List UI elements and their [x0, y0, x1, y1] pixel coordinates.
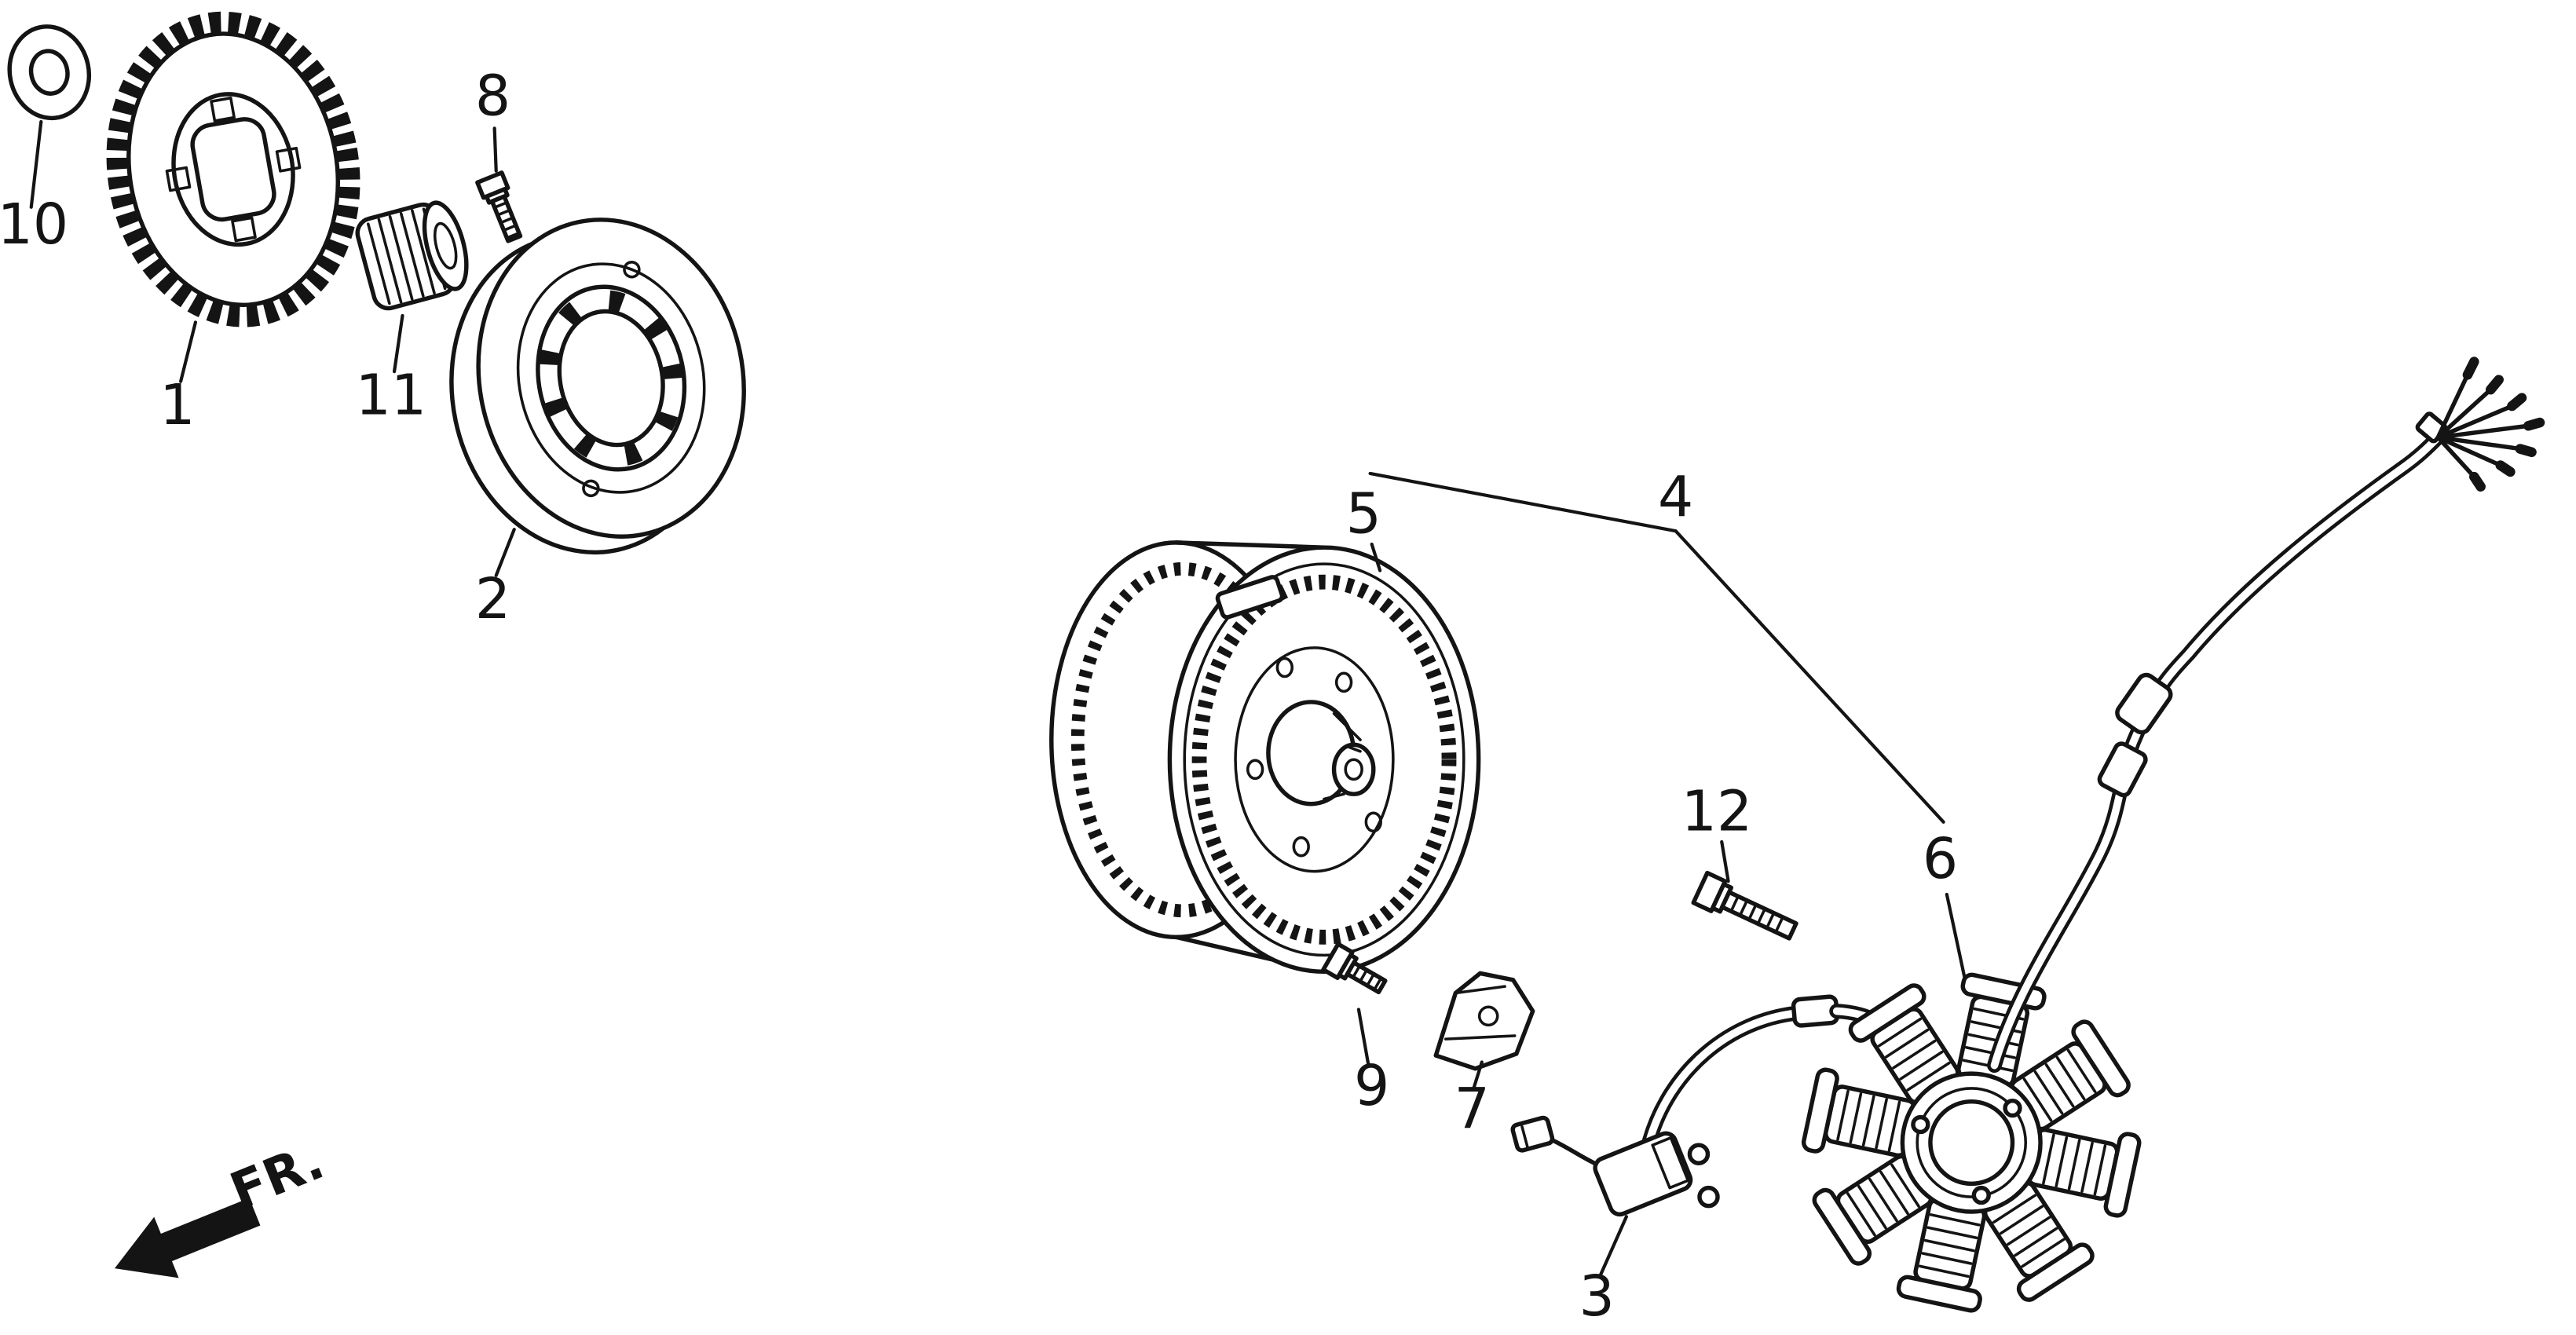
callout-8: 8	[475, 64, 510, 129]
leader-9	[1356, 1008, 1370, 1067]
callout-6: 6	[1923, 826, 1958, 891]
callout-5: 5	[1346, 481, 1381, 546]
leader-5	[1370, 542, 1382, 572]
callout-11: 11	[356, 363, 426, 428]
callout-2: 2	[475, 566, 510, 631]
leader-11	[392, 313, 404, 374]
leader-6	[1945, 892, 1969, 989]
callout-4: 4	[1658, 464, 1693, 529]
leader-7	[1472, 1060, 1484, 1091]
wire-harness	[1987, 357, 2545, 1073]
stator-coil	[1802, 973, 2141, 1311]
starter-clutch-outer	[449, 218, 746, 555]
leader-1	[179, 320, 198, 383]
callout-12: 12	[1681, 778, 1752, 843]
callout-1: 1	[159, 372, 195, 437]
callout-10: 10	[0, 192, 68, 257]
assembly-leader-4	[1368, 471, 1945, 824]
callout-3: 3	[1579, 1264, 1615, 1329]
fr-label: FR.	[222, 1132, 331, 1222]
flange-bolt-12	[1691, 870, 1798, 941]
leader-2	[494, 528, 516, 577]
fr-direction-arrow: FR.	[114, 1132, 332, 1278]
flange-bolt-8	[475, 170, 523, 243]
callout-9: 9	[1354, 1053, 1389, 1118]
flange-bolt-9	[1321, 942, 1388, 995]
leader-10	[29, 119, 43, 209]
flywheel-rotor	[1049, 540, 1481, 975]
leader-3	[1598, 1215, 1629, 1278]
starter-driven-gear	[106, 11, 360, 327]
wire-clamp	[1433, 971, 1535, 1071]
leader-8	[492, 126, 498, 173]
leader-12	[1720, 839, 1730, 883]
fr-arrow-icon	[114, 1198, 261, 1278]
callout-7: 7	[1454, 1076, 1490, 1141]
needle-bearing	[355, 200, 469, 311]
harness-terminals	[2435, 357, 2545, 492]
thrust-washer	[7, 24, 92, 209]
